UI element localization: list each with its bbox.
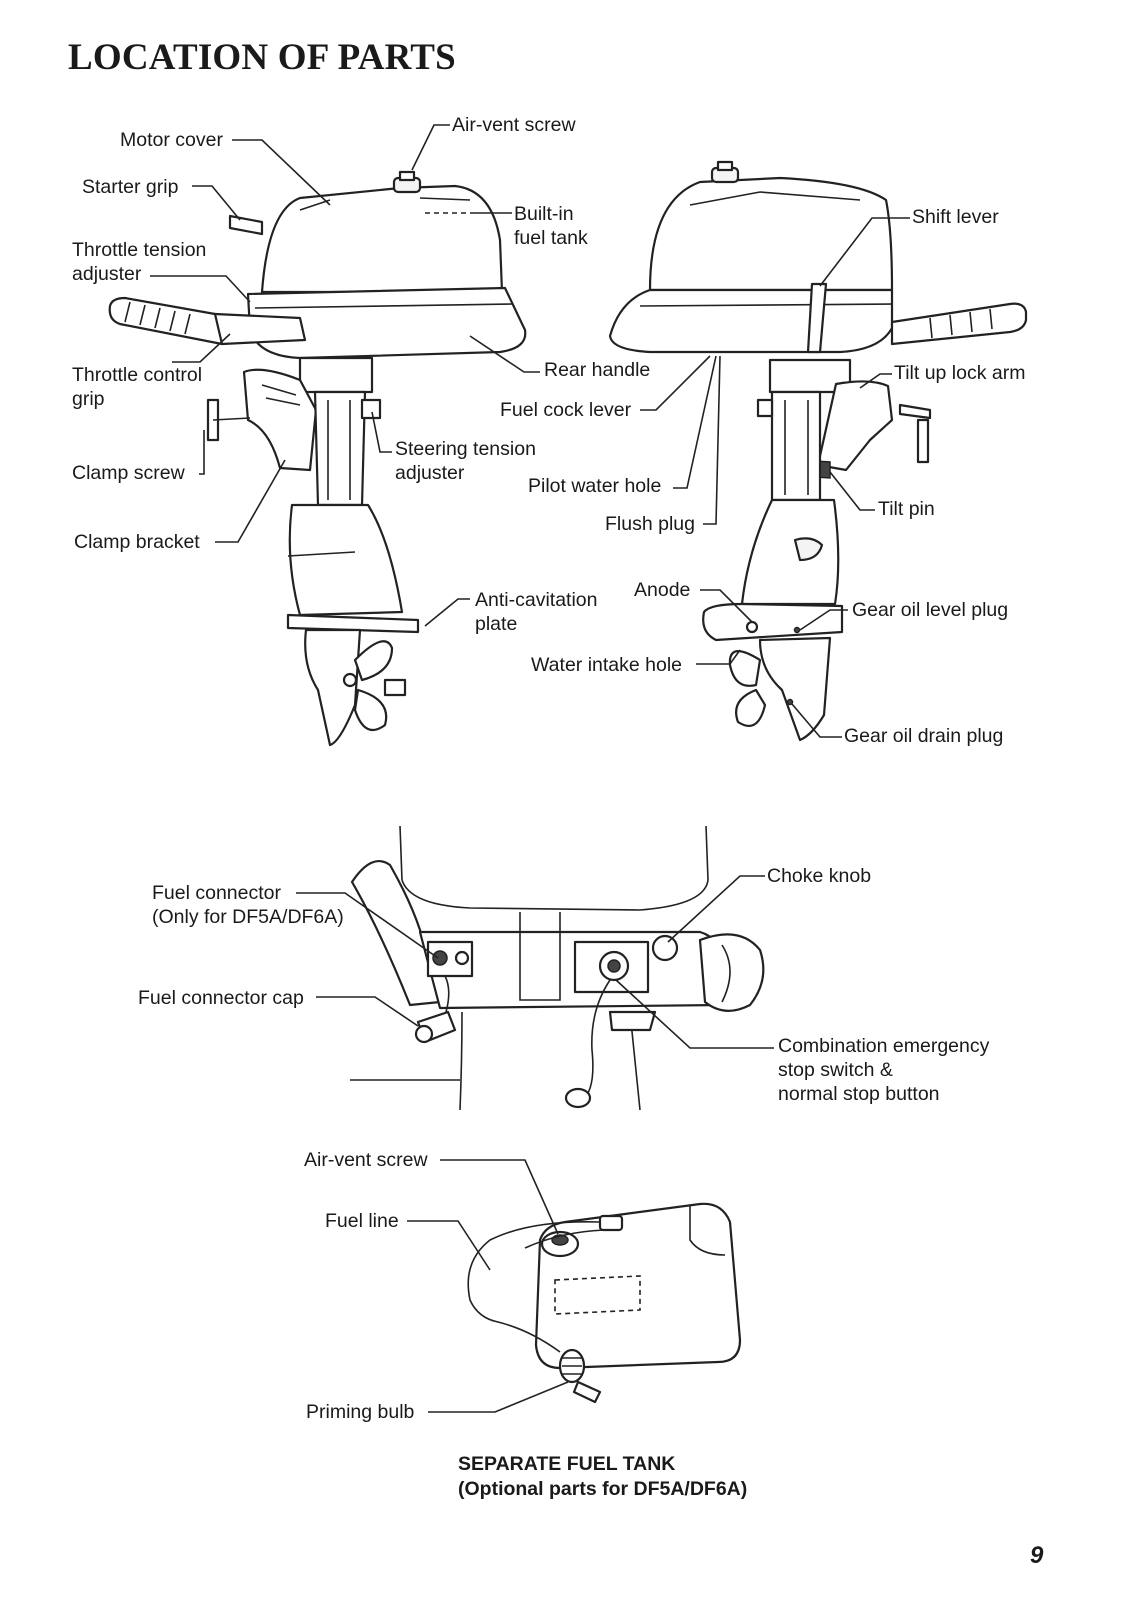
label-combination-stop-switch: Combination emergency stop switch & norm…: [778, 1035, 990, 1105]
label-tank-air-vent-screw: Air-vent screw: [304, 1149, 428, 1171]
label-fuel-connector-cap: Fuel connector cap: [138, 987, 304, 1009]
label-starter-grip: Starter grip: [82, 176, 179, 198]
label-throttle-control-grip: Throttle control grip: [72, 364, 203, 410]
label-clamp-screw: Clamp screw: [72, 462, 185, 484]
label-anode: Anode: [634, 579, 691, 601]
label-pilot-water-hole: Pilot water hole: [528, 475, 662, 497]
label-gear-oil-level-plug: Gear oil level plug: [852, 599, 1009, 621]
label-built-in-fuel-tank: Built-in fuel tank: [514, 203, 588, 249]
label-motor-cover: Motor cover: [120, 129, 223, 151]
label-anti-cavitation-plate: Anti-cavitation plate: [475, 589, 598, 635]
label-priming-bulb: Priming bulb: [306, 1401, 415, 1423]
label-rear-handle: Rear handle: [544, 359, 651, 381]
label-fuel-connector: Fuel connector (Only for DF5A/DF6A): [152, 882, 344, 928]
label-water-intake-hole: Water intake hole: [531, 654, 683, 676]
outboard-motor-left-drawing: [108, 170, 527, 747]
label-shift-lever: Shift lever: [912, 206, 999, 228]
label-fuel-cock-lever: Fuel cock lever: [500, 399, 632, 421]
page-title: LOCATION OF PARTS: [68, 37, 456, 78]
label-throttle-tension-adjuster: Throttle tension adjuster: [72, 239, 207, 285]
label-steering-tension-adjuster: Steering tension adjuster: [395, 438, 536, 484]
label-tilt-pin: Tilt pin: [878, 498, 935, 520]
label-fuel-line: Fuel line: [325, 1210, 399, 1232]
label-gear-oil-drain-plug: Gear oil drain plug: [844, 725, 1004, 747]
outboard-motor-right-drawing: [608, 160, 1028, 742]
label-flush-plug: Flush plug: [605, 513, 695, 535]
label-choke-knob: Choke knob: [767, 865, 872, 887]
label-air-vent-screw: Air-vent screw: [452, 114, 576, 136]
leader-lines: [150, 124, 910, 1413]
page-number: 9: [1030, 1542, 1044, 1569]
fuel-tank-caption: SEPARATE FUEL TANK (Optional parts for D…: [458, 1453, 748, 1500]
control-panel-drawing: [350, 825, 765, 1111]
fuel-tank-drawing: [467, 1202, 742, 1404]
label-clamp-bracket: Clamp bracket: [74, 531, 200, 553]
label-tilt-up-lock-arm: Tilt up lock arm: [894, 362, 1026, 384]
